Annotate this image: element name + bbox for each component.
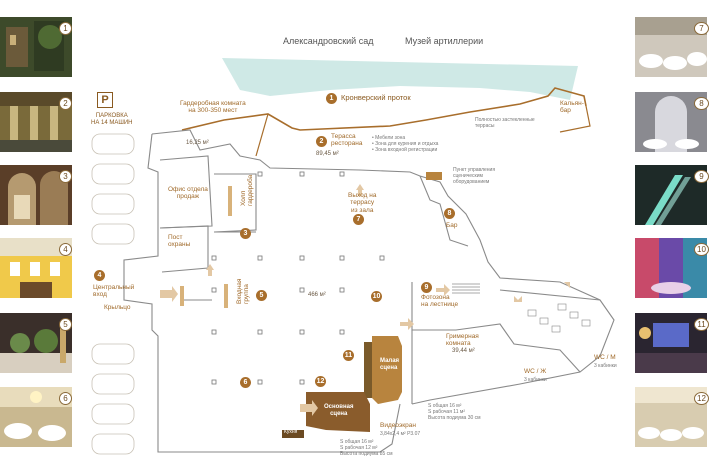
main-stage-number: 12 — [315, 376, 326, 387]
wc-men-cabins: 3 кабинки — [594, 363, 617, 369]
arrows — [160, 184, 570, 416]
main-stage-label: Основная сцена — [324, 404, 354, 417]
photo-badge-12: 12 — [694, 392, 709, 405]
video-screen-size: 3,84х2,4 м² P3.07 — [380, 431, 421, 437]
number-10: 10 — [371, 291, 382, 302]
sales-office-label: Офис отдела продаж — [168, 186, 208, 201]
wc-fixtures — [527, 303, 591, 333]
photo-badge-5: 5 — [59, 318, 72, 331]
photo-8[interactable] — [635, 92, 707, 152]
small-stage-notes: S общая 16 м² S рабочая 11 м² Высота под… — [428, 403, 481, 421]
entrance-number: 4 — [94, 270, 105, 281]
hookah-bar-label: Кальян- бар — [560, 100, 584, 115]
hall-number: 3 — [240, 228, 251, 239]
dressing-room-area: 39,44 м² — [452, 348, 475, 354]
terrace-number: 2 — [316, 136, 327, 147]
photo-2[interactable] — [0, 92, 72, 152]
wardrobe-hall-label: Холл гардероба — [240, 174, 255, 206]
terrace-notes: • Мебели зона • Зона для курения и отдых… — [372, 135, 439, 153]
terrace-label: Терасса ресторана — [331, 133, 363, 148]
panoramic-terrace-label: Полностью застекленные террасы — [475, 117, 535, 129]
garden-label: Александровский сад — [283, 36, 374, 46]
photo-badge-6: 6 — [59, 392, 72, 405]
canal-label: Кронверский проток — [341, 93, 411, 102]
photo-badge-8: 8 — [694, 97, 709, 110]
canal-number: 1 — [326, 93, 337, 104]
main-stage-notes: S общая 16 м² S рабочая 12 м² Высота под… — [340, 439, 393, 457]
photo-zone-number: 9 — [421, 282, 432, 293]
small-stage-shape — [372, 336, 402, 404]
photo-badge-4: 4 — [59, 243, 72, 256]
photo-badge-9: 9 — [694, 170, 709, 183]
entrance-label: Центральный вход — [93, 284, 135, 299]
main-hall-area: 466 м² — [308, 292, 326, 298]
photo-badge-7: 7 — [694, 22, 709, 35]
kitchen-block — [282, 430, 304, 438]
security-label: Пост охраны — [168, 234, 191, 249]
bar-number: 8 — [444, 208, 455, 219]
wc-men-label: WC / M — [594, 354, 616, 361]
main-hall-number: 6 — [240, 377, 251, 388]
columns — [211, 171, 385, 385]
photo-badge-10: 10 — [694, 243, 709, 256]
terrace-area: 89,45 м² — [316, 151, 339, 157]
photo-badge-3: 3 — [59, 170, 72, 183]
wardrobe-label: Гардеробная комната на 300-350 мест — [180, 100, 246, 115]
photo-zone-label: Фотозона на лестнице — [421, 294, 459, 309]
photo-badge-1: 1 — [59, 22, 72, 35]
terrace-exit-label: Выход на террасу из зала — [348, 192, 377, 214]
photo-badge-2: 2 — [59, 97, 72, 110]
control-point-label: Пункт управления сценическим оборудовани… — [453, 167, 496, 185]
main-stage-shape — [306, 392, 370, 432]
wc-women-cabins: 3 кабинки — [524, 377, 547, 383]
bar-block — [426, 172, 442, 180]
kitchen-label: Кухня — [284, 429, 298, 435]
bar-label: Бар — [446, 222, 458, 229]
entry-group-number: 5 — [256, 290, 267, 301]
dressing-room-label: Гримерная комната — [446, 333, 479, 348]
terrace-exit-number: 7 — [353, 214, 364, 225]
video-screen-label: Видеоэкран — [380, 422, 416, 429]
wc-women-label: WC / Ж — [524, 368, 547, 375]
parking-cars — [91, 133, 135, 455]
wardrobe-area: 16,25 м² — [186, 140, 209, 146]
parking-icon: P — [97, 92, 113, 108]
photo-badge-11: 11 — [694, 318, 709, 331]
photo-3[interactable] — [0, 165, 72, 225]
photo-staircase — [452, 283, 480, 294]
porch-label: Крыльцо — [104, 304, 131, 311]
small-stage-label: Малая сцена — [380, 358, 400, 371]
museum-label: Музей артиллерии — [405, 36, 484, 46]
canal-water — [222, 58, 578, 100]
parking-label: ПАРКОВКА НА 14 МАШИН — [91, 113, 133, 126]
small-stage-number: 11 — [343, 350, 354, 361]
entry-group-label: Входная группа — [236, 278, 251, 304]
